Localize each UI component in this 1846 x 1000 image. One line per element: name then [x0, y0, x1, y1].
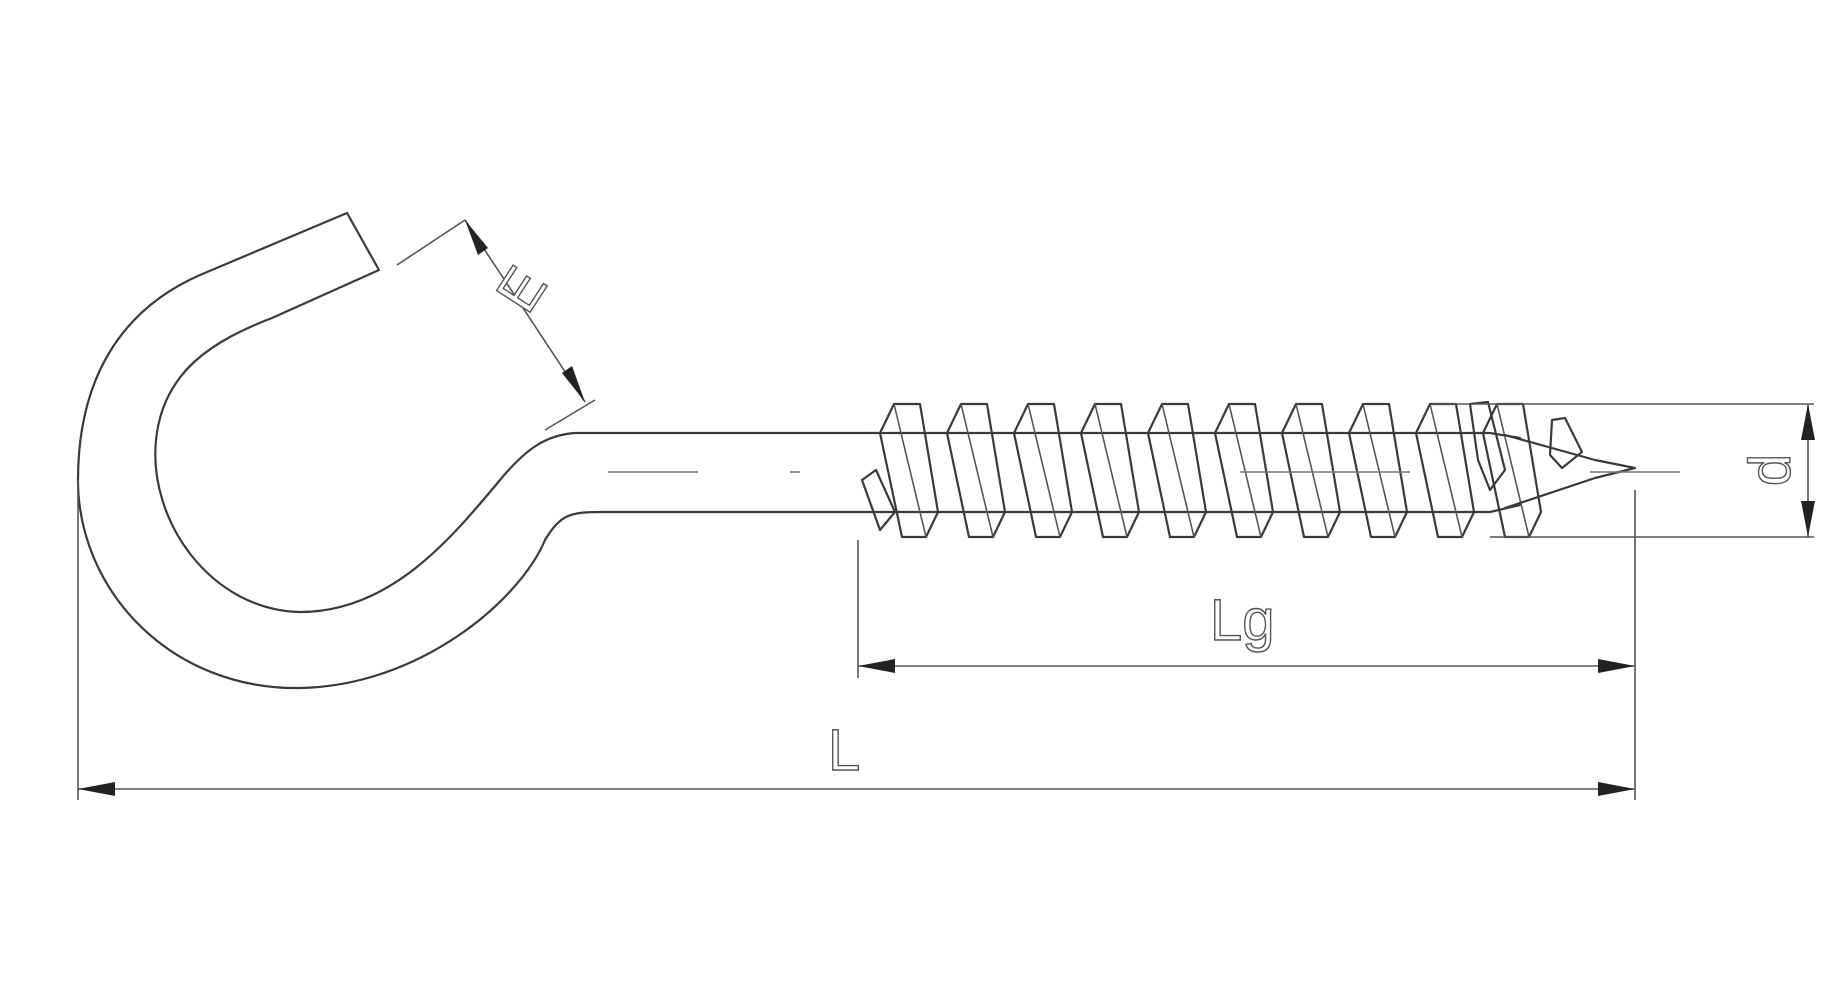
dimension-thread-diameter: d [1737, 404, 1815, 537]
label-overall-length: L [828, 718, 860, 783]
dimension-thread-length: Lg [858, 587, 1635, 673]
thread-flank [1228, 403, 1262, 538]
thread-crest [1079, 402, 1141, 539]
thread-crest [1414, 402, 1476, 539]
dimension-overall-length: L [78, 717, 1635, 796]
extension-lines [77, 219, 1814, 800]
thread-crest [1280, 402, 1342, 539]
dimension-hook-opening: E [464, 219, 586, 403]
thread-flank [1161, 403, 1195, 538]
screw-tip [1468, 400, 1637, 510]
thread-crest [1213, 402, 1275, 539]
thread-crests [860, 402, 1543, 539]
thread-lead [860, 468, 897, 532]
hook-body [76, 211, 872, 690]
thread-crest [945, 402, 1007, 539]
thread-flank [1094, 403, 1128, 538]
thread-crest [1012, 402, 1074, 539]
thread-crest [1347, 402, 1409, 539]
label-thread-length: Lg [1210, 588, 1275, 653]
thread-flank [1027, 403, 1061, 538]
thread-crest [1481, 402, 1543, 539]
thread-flank [893, 403, 927, 538]
thread-flank [960, 403, 994, 538]
thread-crest [1146, 402, 1208, 539]
thread-flank [1362, 403, 1396, 538]
thread-crest [878, 402, 940, 539]
thread-flank [1429, 403, 1463, 538]
thread-flank [1496, 403, 1530, 538]
threaded-shank [858, 400, 1637, 539]
label-thread-diameter: d [1738, 454, 1803, 486]
thread-flank [1295, 403, 1329, 538]
